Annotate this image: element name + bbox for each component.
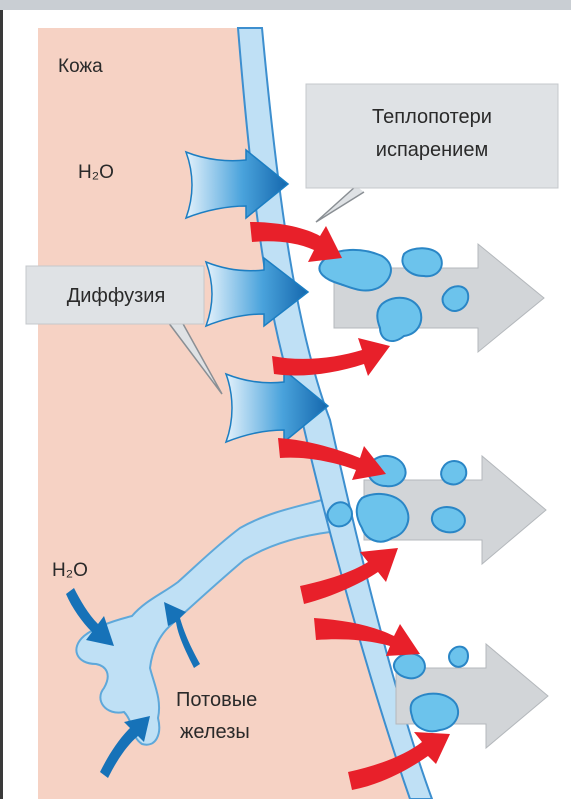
evaporation-callout: Теплопотери испарением bbox=[306, 84, 558, 222]
top-frame-strip bbox=[0, 0, 571, 10]
water-droplet-icon bbox=[411, 694, 458, 732]
diffusion-label: Диффузия bbox=[67, 285, 166, 307]
water-droplet-icon bbox=[394, 653, 425, 678]
water-droplet-icon bbox=[328, 502, 353, 526]
callout-box bbox=[306, 84, 558, 188]
water-droplet-icon bbox=[441, 461, 466, 484]
water-droplet-icon bbox=[357, 494, 409, 542]
evaporation-label-line2: испарением bbox=[376, 139, 488, 161]
water-label-bottom: H₂O bbox=[52, 560, 88, 581]
glands-label-line2: железы bbox=[180, 721, 250, 743]
water-droplet-icon bbox=[432, 507, 465, 532]
water-droplet-icon bbox=[449, 647, 468, 667]
water-label-top: H₂O bbox=[78, 162, 114, 183]
callout-pointer bbox=[316, 186, 364, 222]
evaporation-label-line1: Теплопотери bbox=[372, 106, 492, 128]
glands-label-line1: Потовые bbox=[176, 689, 257, 711]
left-frame-edge bbox=[0, 10, 3, 799]
water-droplet-icon bbox=[377, 298, 421, 341]
skin-label: Кожа bbox=[58, 56, 103, 77]
water-droplet-icon bbox=[402, 248, 441, 276]
